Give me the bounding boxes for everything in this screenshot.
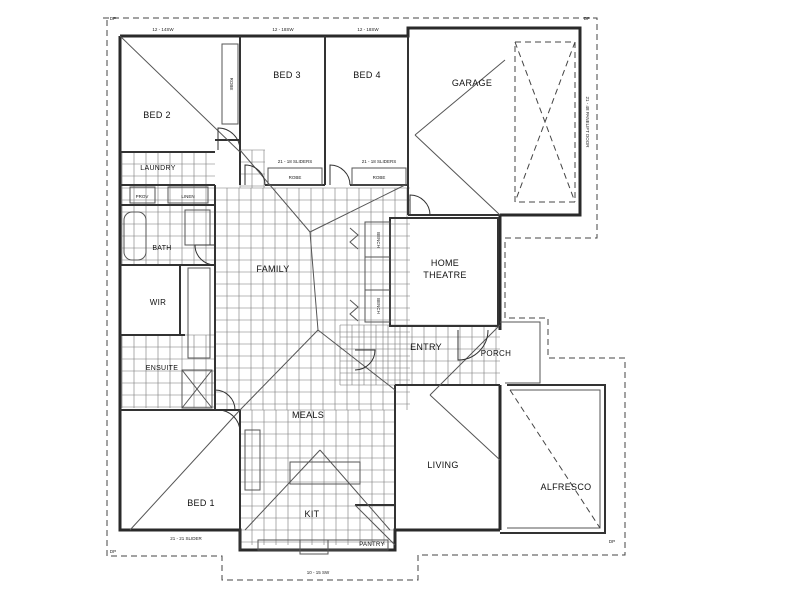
room-label-bath: BATH: [152, 245, 171, 252]
room-label-living: LIVING: [427, 460, 458, 470]
label-sliders-bed4: 21 - 18 SLIDERS: [362, 159, 397, 164]
room-label-bed1: BED 1: [187, 498, 215, 508]
label-dp-3: DP: [110, 549, 116, 554]
label-linen: LINEN: [181, 194, 194, 199]
room-label-wir: WIR: [150, 298, 166, 307]
room-label-porch: PORCH: [481, 349, 511, 358]
room-label-meals: MEALS: [292, 410, 324, 420]
label-dim-top-right: 12 - 18SW: [357, 27, 379, 32]
room-label-bed3: BED 3: [273, 70, 301, 80]
room-label-theatre: THEATRE: [423, 270, 466, 280]
room-label-pantry: PANTRY: [359, 542, 385, 548]
label-robe-bed3: ROBE: [289, 175, 302, 180]
room-label-family: FAMILY: [256, 264, 289, 274]
room-label-laundry: LAUNDRY: [140, 165, 175, 172]
label-dp-4: DP: [609, 539, 615, 544]
label-dim-bottom: 10 - 15 SW: [307, 570, 330, 575]
label-sliders-bed3: 21 - 18 SLIDERS: [278, 159, 313, 164]
room-label-bed2: BED 2: [143, 110, 171, 120]
annotations: LINEN PROV ROBE ROBE ROBE 21 - 18 SLIDER…: [110, 16, 615, 575]
room-label-entry: ENTRY: [410, 342, 442, 352]
room-label-garage: GARAGE: [452, 78, 492, 88]
label-bench-2: BENCH: [376, 298, 381, 314]
label-dim-top-left: 12 - 14SW: [152, 27, 174, 32]
room-label-home: HOME: [431, 258, 459, 268]
internal-walls: [120, 36, 500, 555]
room-label-ensuite: ENSUITE: [146, 365, 178, 372]
room-labels: BED 2 BED 3 BED 4 GARAGE LAUNDRY BATH FA…: [140, 70, 591, 548]
room-label-kit: KIT: [305, 509, 320, 519]
tile-grid: [121, 149, 500, 545]
label-garage-door: 21 - 48 PANELIFT DOOR: [585, 96, 590, 148]
label-dim-top-mid: 12 - 18SW: [272, 27, 294, 32]
label-sliders-bed1: 21 - 21 SLIDER: [170, 536, 202, 541]
label-bench-1: BENCH: [376, 232, 381, 248]
label-robe-bed4: ROBE: [373, 175, 386, 180]
label-prov: PROV: [136, 194, 149, 199]
label-dp-1: DP: [110, 16, 116, 21]
doors: [194, 127, 489, 433]
label-robe-bed2: ROBE: [229, 78, 234, 91]
room-label-bed4: BED 4: [353, 70, 381, 80]
label-dp-2: DP: [584, 16, 590, 21]
eaves-outline: [103, 17, 626, 581]
room-label-alfresco: ALFRESCO: [541, 482, 592, 492]
roof-lines: [119, 35, 601, 531]
